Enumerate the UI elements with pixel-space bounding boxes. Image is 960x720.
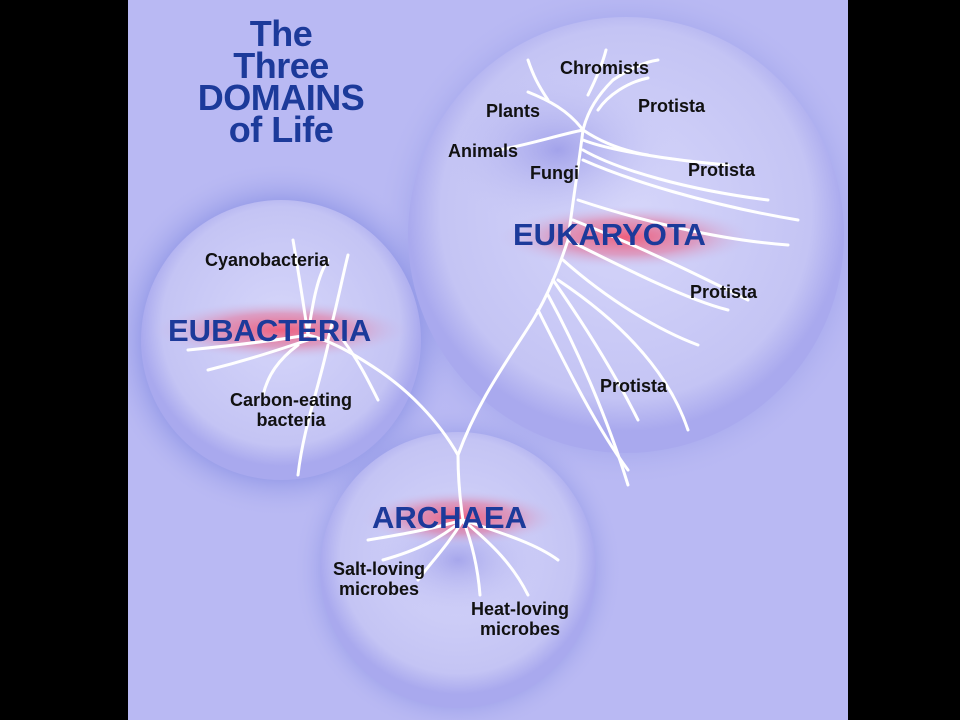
title-line: The: [249, 13, 313, 54]
label-protista: Protista: [690, 282, 758, 302]
label-animals: Animals: [448, 141, 519, 161]
label-line: bacteria: [256, 410, 326, 430]
label-line: microbes: [338, 579, 420, 599]
label-protista: Protista: [600, 376, 668, 396]
eukaryota-glow: [496, 205, 756, 269]
title-line: Three: [233, 45, 329, 86]
phylogenetic-branches: [186, 48, 800, 597]
domain-label-eukaryota: EUKARYOTA: [513, 217, 706, 252]
label-salt-loving-microbes: Salt-loving microbes: [324, 559, 434, 599]
diagram-title: The Three DOMAINS of Life: [176, 13, 386, 150]
domain-label-archaea: ARCHAEA: [372, 500, 527, 535]
domain-label-eubacteria: EUBACTERIA: [168, 313, 372, 348]
label-carbon-eating-bacteria: Carbon-eating bacteria: [206, 390, 376, 430]
eukaryota-mist: [438, 70, 678, 230]
label-protista: Protista: [638, 96, 706, 116]
tree-of-life-graphic: [128, 0, 848, 720]
diagram-canvas: The Three DOMAINS of Life EUKARYOTA EUBA…: [128, 0, 848, 720]
label-line: microbes: [479, 619, 561, 639]
label-heat-loving-microbes: Heat-loving microbes: [450, 599, 590, 639]
label-line: Salt-loving: [332, 559, 425, 579]
label-line: Carbon-eating: [229, 390, 352, 410]
title-line: DOMAINS: [197, 77, 365, 118]
title-line: of Life: [228, 109, 334, 150]
label-fungi: Fungi: [530, 163, 579, 183]
label-chromists: Chromists: [560, 58, 650, 78]
label-protista: Protista: [688, 160, 756, 180]
label-line: Heat-loving: [470, 599, 569, 619]
label-plants: Plants: [486, 101, 541, 121]
label-cyanobacteria: Cyanobacteria: [205, 250, 330, 270]
